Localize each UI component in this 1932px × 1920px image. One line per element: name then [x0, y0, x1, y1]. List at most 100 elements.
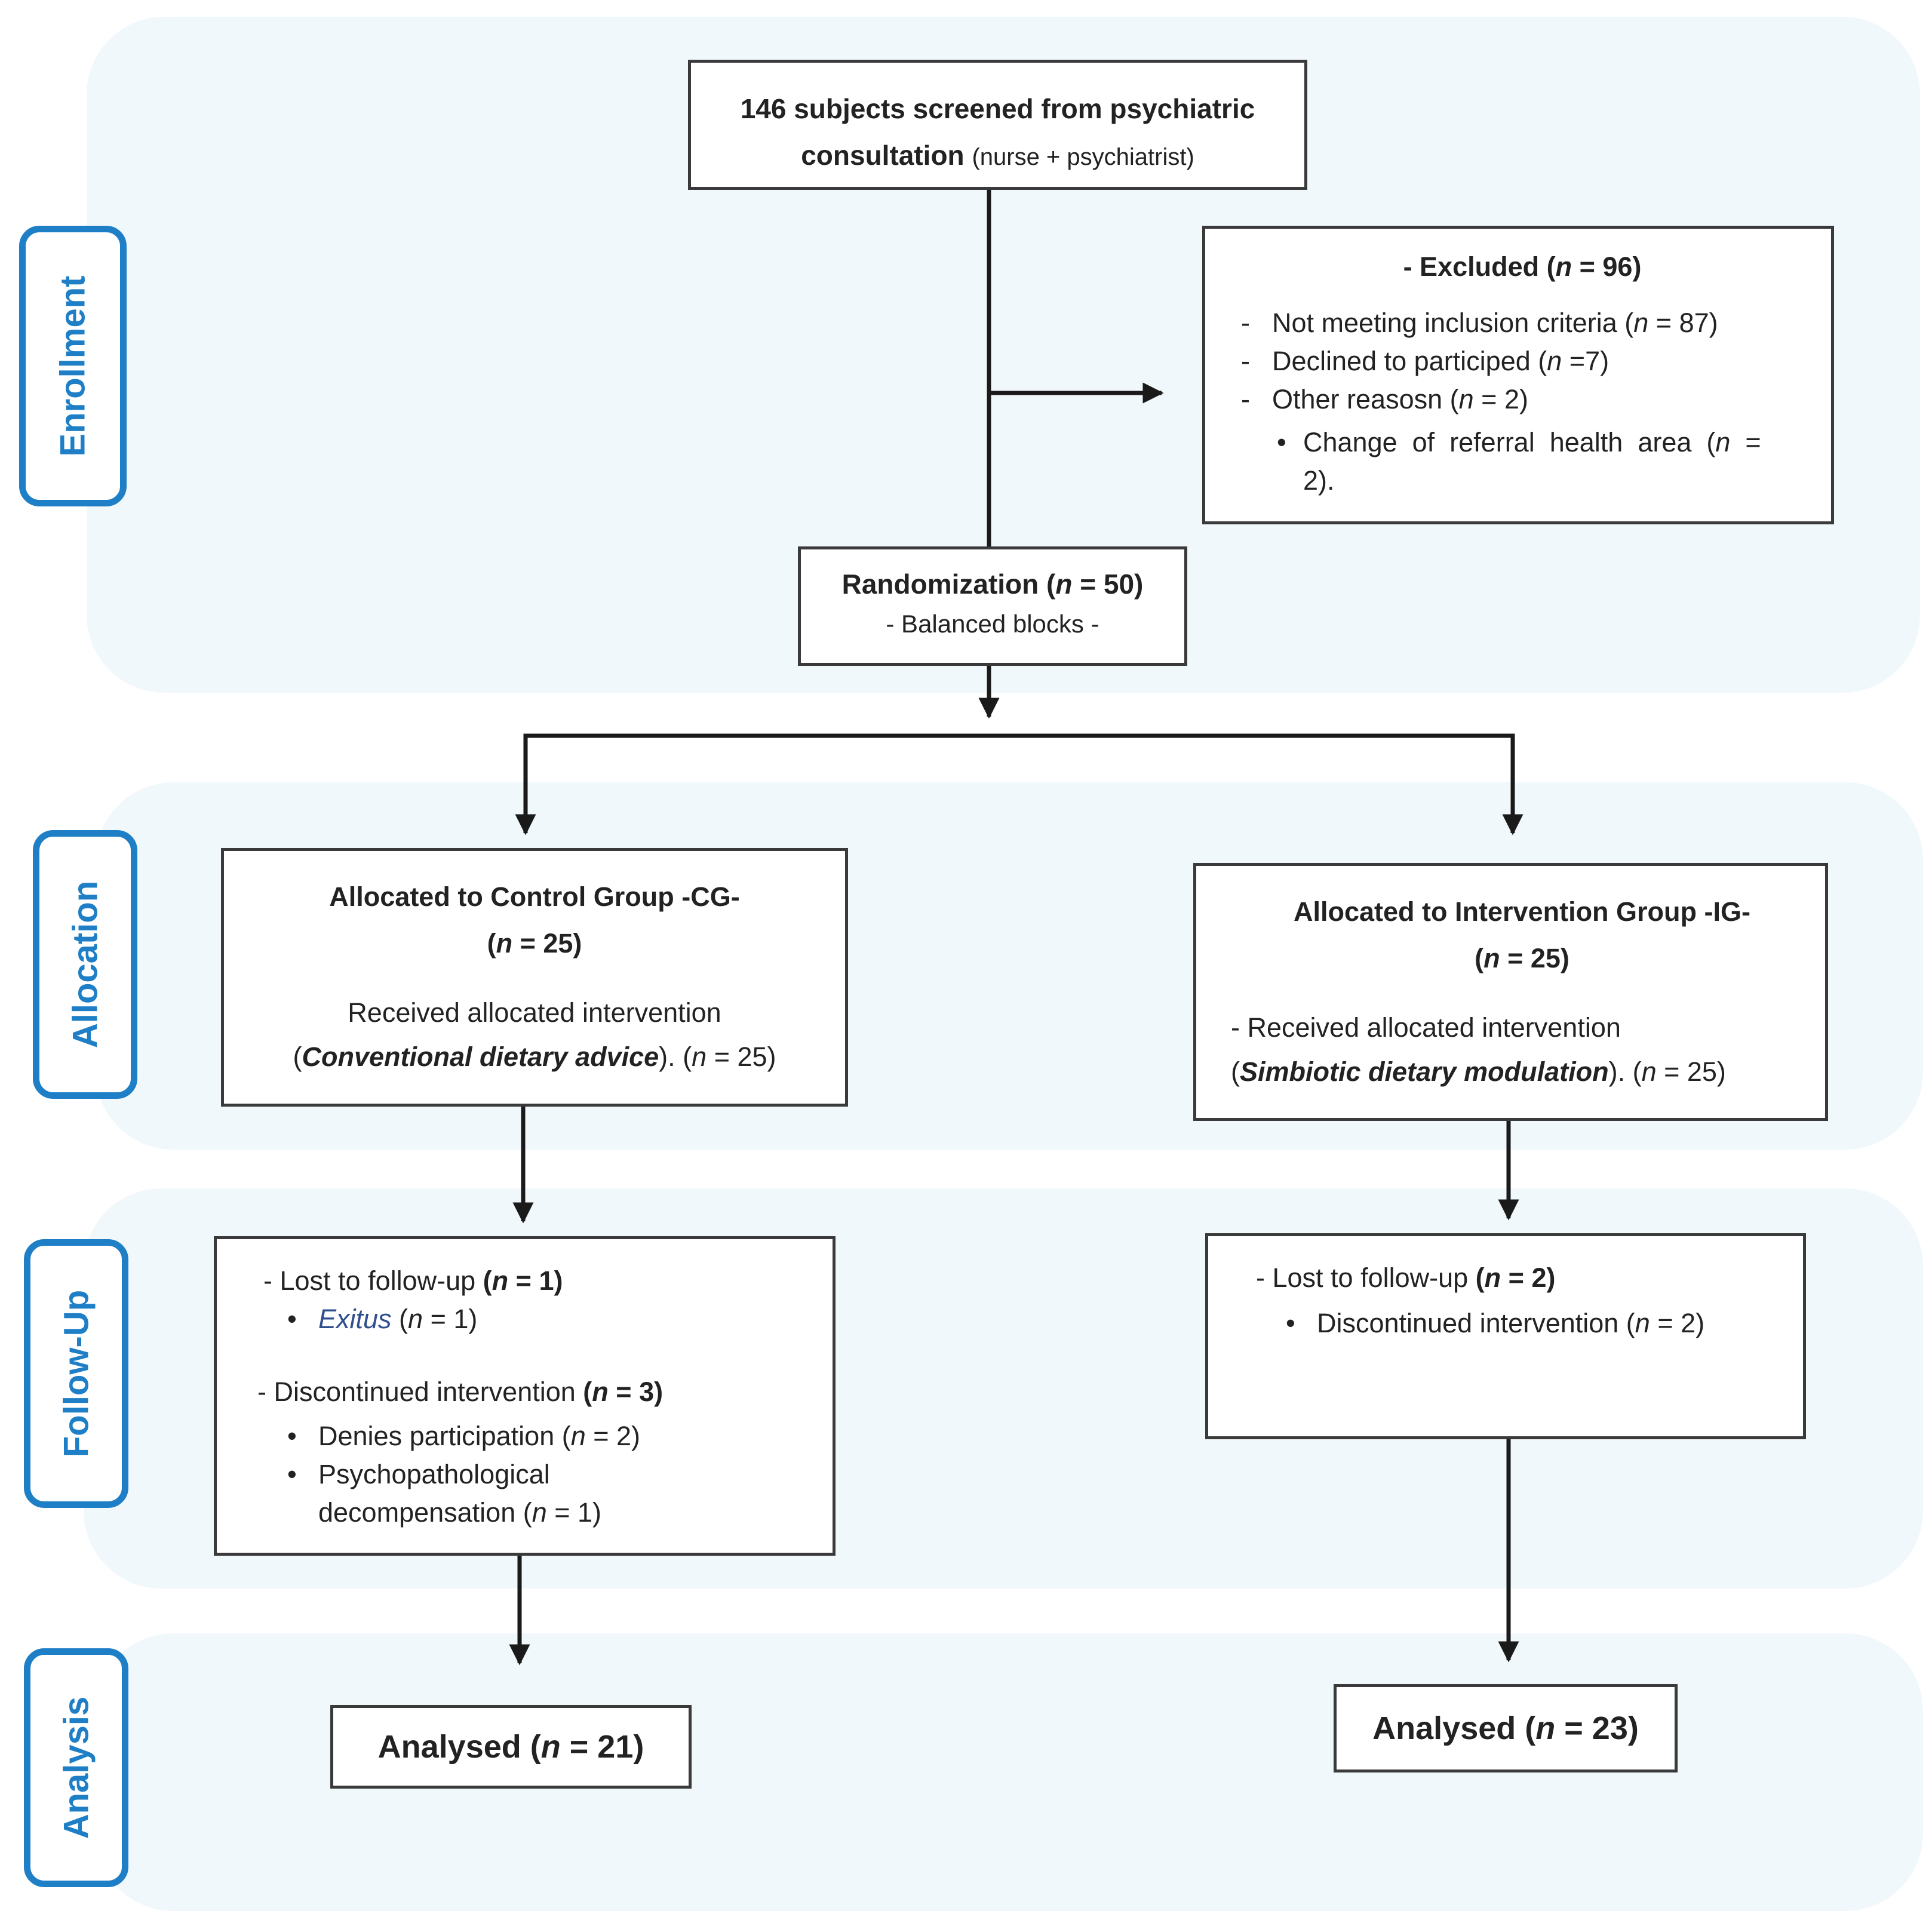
analysed-cg-prefix: Analysed ( [377, 1729, 541, 1765]
cg-denies-label: Denies participation ( [318, 1421, 571, 1451]
screened-line-2: consultation (nurse + psychiatrist) [691, 132, 1304, 180]
intervention-received: - Received allocated intervention [1231, 1012, 1621, 1043]
ig-lost-suffix: = 2) [1501, 1262, 1556, 1293]
control-n-prefix: ( [487, 928, 496, 959]
ig-discontinued-bullet: • [1286, 1308, 1295, 1338]
randomization-title-prefix: Randomization ( [841, 569, 1056, 600]
cg-exitus-n: n [408, 1304, 423, 1334]
cg-discontinued-label: - Discontinued intervention [257, 1377, 583, 1407]
cg-lost-prefix: ( [483, 1265, 492, 1296]
excluded-box: - Excluded (n = 96) -Not meeting inclusi… [1202, 226, 1834, 524]
cg-discontinued-suffix: = 3) [608, 1377, 664, 1407]
analysed-ig-text: Analysed (n = 23) [1337, 1687, 1675, 1770]
control-received: Received allocated intervention [348, 997, 721, 1028]
excluded-item-3-n: n [1458, 384, 1474, 414]
ig-lost-line: - Lost to follow-up (n = 2) [1256, 1259, 1791, 1297]
excluded-item-2-label: Declined to participed ( [1272, 346, 1547, 376]
cg-denies-suffix: = 2) [585, 1421, 641, 1451]
intervention-intervention-line: (Simbiotic dietary modulation). (n = 25) [1231, 1050, 1813, 1094]
excluded-item-2-dash: - [1241, 346, 1250, 376]
excluded-sub-bullet: • [1277, 427, 1286, 457]
cg-exitus-label: Exitus [318, 1304, 392, 1334]
intervention-title: Allocated to Intervention Group -IG- [1294, 896, 1750, 927]
excluded-item-1-dash: - [1241, 308, 1250, 338]
control-open-paren: ( [293, 1042, 302, 1072]
intervention-close: ). ( [1608, 1056, 1642, 1087]
excluded-title-n: n [1555, 251, 1572, 282]
screened-consultation: consultation [801, 140, 965, 171]
ig-discontinued-label: Discontinued intervention ( [1317, 1308, 1635, 1338]
cg-exitus-line: • Exitus (n = 1) [257, 1300, 821, 1338]
control-title: Allocated to Control Group -CG- [329, 881, 740, 912]
excluded-item-1-value: = 87) [1648, 308, 1718, 338]
excluded-sub-n: n [1715, 427, 1731, 457]
stage-label-analysis: Analysis [24, 1648, 128, 1887]
split-line [523, 733, 1524, 835]
cg-psycho-label-2: decompensation ( [318, 1497, 532, 1528]
excluded-item-3-value: = 2) [1473, 384, 1528, 414]
excluded-sub-item-cont: 2). [1303, 465, 1335, 496]
cg-exitus-bullet: • [287, 1304, 297, 1334]
intervention-count-n: n [1641, 1056, 1657, 1087]
stage-label-enrollment: Enrollment [19, 226, 127, 506]
excluded-item-3-dash: - [1241, 384, 1250, 414]
ig-lost-prefix: ( [1475, 1262, 1485, 1293]
randomization-subtitle: - Balanced blocks - [886, 610, 1099, 638]
cg-denies-n: n [570, 1421, 586, 1451]
ig-discontinued-n: n [1635, 1308, 1650, 1338]
control-n-suffix: = 25) [512, 928, 582, 959]
excluded-item-3-label: Other reasosn ( [1272, 384, 1459, 414]
excluded-item-2: -Declined to participed (n =7) [1241, 342, 1804, 380]
intervention-n: (n = 25) [1231, 935, 1813, 982]
cg-psycho-n: n [532, 1497, 547, 1528]
cg-lost-suffix: = 1) [508, 1265, 563, 1296]
ig-discontinued-line: • Discontinued intervention (n = 2) [1256, 1304, 1791, 1343]
excluded-item-3: -Other reasosn (n = 2) [1241, 380, 1804, 419]
cg-exitus-prefix: ( [391, 1304, 408, 1334]
control-intervention-line: (Conventional dietary advice). (n = 25) [224, 1035, 845, 1079]
ig-lost-label: - Lost to follow-up [1256, 1262, 1476, 1293]
cg-discontinued-prefix: ( [583, 1377, 592, 1407]
randomization-box: Randomization (n = 50) - Balanced blocks… [798, 546, 1187, 666]
stage-label-follow-up: Follow-Up [24, 1239, 128, 1508]
screened-box: 146 subjects screened from psychiatric c… [688, 60, 1307, 190]
intervention-allocation-box: Allocated to Intervention Group -IG- (n … [1193, 863, 1828, 1121]
control-close: ). ( [659, 1042, 692, 1072]
analysed-cg-n: n [540, 1729, 561, 1765]
analysed-control-box: Analysed (n = 21) [330, 1705, 692, 1789]
randomization-title-n: n [1055, 569, 1073, 600]
excluded-title: - Excluded (n = 96) [1241, 248, 1804, 286]
excluded-title-prefix: - Excluded ( [1403, 251, 1556, 282]
intervention-n-symbol: n [1483, 943, 1500, 973]
cg-denies-line: •Denies participation (n = 2) [257, 1417, 821, 1455]
control-allocation-box: Allocated to Control Group -CG- ( n = 25)… [221, 848, 848, 1107]
randomization-title: Randomization (n = 50) [801, 565, 1184, 603]
control-count-n: n [692, 1042, 707, 1072]
cg-psycho-suffix: = 1) [546, 1497, 602, 1528]
control-count-suffix: = 25) [707, 1042, 776, 1072]
intervention-n-prefix: ( [1475, 943, 1484, 973]
analysed-ig-prefix: Analysed ( [1372, 1710, 1536, 1746]
excluded-item-2-n: n [1547, 346, 1562, 376]
cg-psycho-line: • Psychopathological [257, 1455, 821, 1494]
screened-note: (nurse + psychiatrist) [972, 144, 1194, 170]
ig-discontinued-suffix: = 2) [1650, 1308, 1705, 1338]
cg-psycho-line-2: decompensation (n = 1) [257, 1494, 821, 1532]
intervention-open-paren: ( [1231, 1056, 1240, 1087]
cg-psycho-bullet: • [287, 1459, 297, 1489]
excluded-sub-label: Change of referral health area ( [1303, 427, 1716, 457]
excluded-item-1-label: Not meeting inclusion criteria ( [1272, 308, 1634, 338]
screened-line-1: 146 subjects screened from psychiatric [740, 93, 1255, 124]
ig-lost-n: n [1484, 1262, 1501, 1293]
analysed-ig-suffix: = 23) [1555, 1710, 1639, 1746]
excluded-title-suffix: = 96) [1572, 251, 1642, 282]
randomization-title-suffix: = 50) [1072, 569, 1144, 600]
followup-control-box: - Lost to follow-up (n = 1) •Exitus (n =… [214, 1236, 836, 1556]
cg-exitus-suffix: = 1) [423, 1304, 478, 1334]
control-intervention-name: Conventional dietary advice [302, 1042, 659, 1072]
cg-psycho-label-1: Psychopathological [318, 1459, 550, 1489]
analysed-cg-suffix: = 21) [560, 1729, 644, 1765]
analysed-intervention-box: Analysed (n = 23) [1334, 1684, 1678, 1772]
intervention-intervention-name: Simbiotic dietary modulation [1240, 1056, 1609, 1087]
